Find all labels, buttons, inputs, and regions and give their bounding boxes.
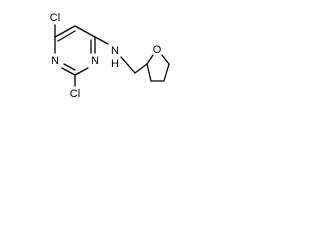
atom-cl-top: Cl	[50, 12, 60, 24]
bond-thf-c2-o	[146, 54, 154, 65]
bond-c6-c5-double	[57, 30, 76, 42]
bond-thf-c3-c2	[146, 63, 152, 82]
atom-o-ring: O	[153, 44, 162, 56]
atom-nh-n: N	[111, 45, 119, 57]
molecule-structure-diagram: Cl N N Cl N H O	[50, 12, 170, 100]
bond-c4-nh	[94, 36, 109, 45]
bond-nh-ch2	[120, 56, 136, 74]
bond-c5-c4	[74, 25, 96, 38]
bond-thf-o-c5	[161, 54, 170, 65]
atom-nh-h: H	[111, 58, 119, 70]
atom-n-ring-left: N	[51, 55, 59, 67]
bond-c2-n1-double	[63, 63, 76, 71]
bond-c6-c5	[54, 25, 76, 38]
bond-c2-n1	[61, 67, 76, 76]
bond-thf-c5-c4	[163, 63, 170, 82]
atom-n-ring-right: N	[91, 55, 99, 67]
atom-cl-bottom: Cl	[70, 88, 80, 100]
bond-n3-c2	[74, 67, 89, 76]
bond-ch2-c2-thf	[134, 63, 148, 74]
